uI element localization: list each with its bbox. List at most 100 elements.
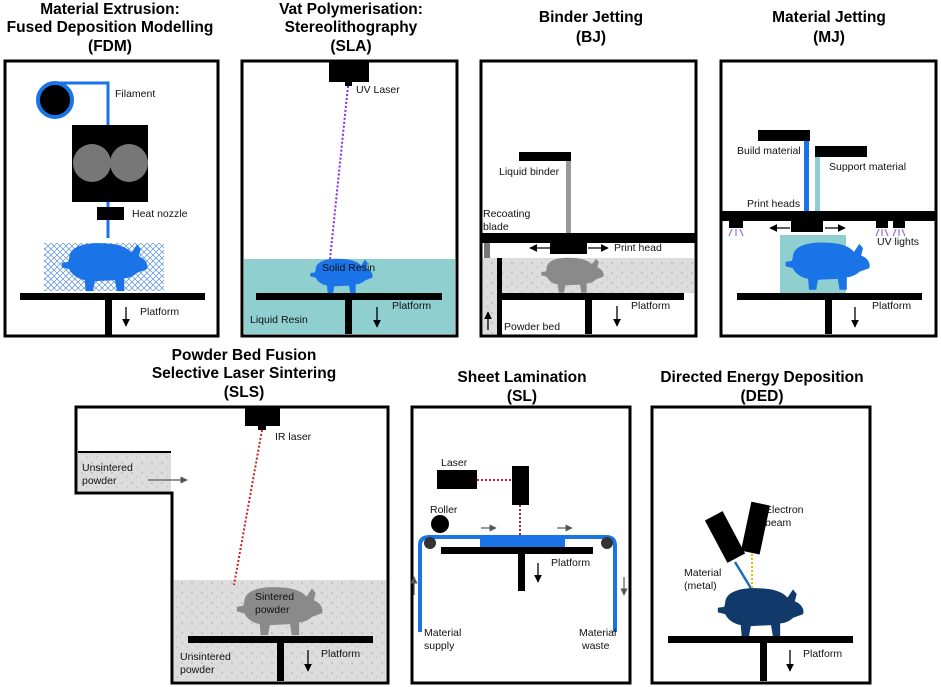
mj-support-label: Support material	[829, 161, 906, 173]
bj-head-label: Print head	[614, 242, 662, 254]
bj-platform	[500, 293, 684, 300]
ded-platform	[668, 636, 853, 643]
sla-platform-stem	[345, 298, 352, 334]
bj-bed-label: Powder bed	[504, 321, 560, 333]
uv-light-left	[729, 220, 743, 228]
sls-title-line-2: Selective Laser Sintering	[152, 365, 336, 382]
sl-guide-roller-right	[601, 537, 613, 549]
sls-laser-label: IR laser	[275, 431, 312, 443]
sls-unsintered-top-2: powder	[82, 475, 117, 487]
uv-rays	[728, 228, 906, 237]
sl-supply-label-2: supply	[424, 640, 455, 652]
sls-title-line-1: Powder Bed Fusion	[172, 347, 317, 364]
mj-title-line-2: (MJ)	[813, 29, 845, 46]
sls-unsintered-top-1: Unsintered	[82, 462, 133, 474]
sl-guide-roller-left	[424, 537, 436, 549]
mj-platform-stem	[825, 298, 832, 334]
bj-feed-wall	[497, 258, 502, 336]
uv-laser-beam	[329, 85, 349, 260]
sla-liquid-label: Liquid Resin	[250, 314, 308, 326]
sla-title-line-2: Stereolithography	[285, 19, 418, 36]
uv-light-right-2	[893, 220, 905, 228]
sl-title-line-2: (SL)	[507, 388, 537, 405]
bj-platform-stem	[585, 298, 592, 334]
uv-laser-source	[329, 62, 369, 82]
sls-title-line-3: (SLS)	[224, 384, 264, 401]
ir-laser-tip	[258, 424, 266, 430]
sl-part-stack	[480, 537, 565, 547]
material-nozzle	[704, 511, 746, 563]
sl-title-line-1: Sheet Lamination	[457, 369, 586, 386]
sl-laser-source	[437, 470, 477, 489]
fdm-platform-label: Platform	[140, 306, 179, 318]
panel-sls: Powder Bed Fusion Selective Laser Sinter…	[74, 347, 390, 685]
mj-platform-label: Platform	[872, 300, 911, 312]
ded-beam-label-2: beam	[765, 517, 792, 529]
sl-supply-label-1: Material	[424, 627, 461, 639]
sls-platform-label: Platform	[321, 648, 360, 660]
mj-print-head	[791, 220, 823, 232]
sl-waste-label-1: Material	[579, 627, 616, 639]
ded-beam-label-1: Electron	[765, 504, 804, 516]
uv-light-right-1	[876, 220, 888, 228]
panel-ded: Directed Energy Deposition (DED) Electro…	[650, 369, 872, 685]
sls-sintered-1: Sintered	[255, 591, 294, 603]
sl-roller	[431, 515, 449, 533]
filament-spool	[36, 81, 74, 119]
electron-beam-gun	[740, 501, 770, 555]
mj-platform	[737, 293, 922, 300]
support-material-reservoir	[815, 146, 867, 157]
sls-unsintered-bottom-2: powder	[180, 664, 215, 676]
sl-laser-mirror	[512, 466, 529, 505]
ded-material-label-2: (metal)	[684, 580, 717, 592]
sls-platform-stem	[277, 641, 284, 681]
build-material-tube	[804, 141, 809, 212]
drive-roller-left	[73, 144, 111, 182]
sl-platform-stem	[518, 553, 525, 591]
fdm-nozzle-label: Heat nozzle	[132, 208, 188, 220]
sl-roller-label: Roller	[430, 504, 458, 516]
sla-platform	[256, 293, 442, 300]
bj-gantry	[481, 233, 696, 243]
binder-reservoir	[519, 152, 571, 161]
mj-build-label: Build material	[737, 145, 801, 157]
panel-bj: Binder Jetting (BJ) Liquid binder Recoat…	[479, 9, 698, 338]
sls-platform	[188, 636, 373, 643]
fdm-platform-stem	[105, 298, 112, 336]
binder-tube	[566, 161, 571, 235]
panel-mj: Material Jetting (MJ) Build material Sup…	[719, 9, 938, 338]
ded-title-line-1: Directed Energy Deposition	[660, 369, 863, 386]
uv-laser-tip	[345, 80, 352, 86]
sl-platform-label: Platform	[551, 557, 590, 569]
bj-title-line-1: Binder Jetting	[539, 9, 643, 26]
sl-laser-label: Laser	[441, 457, 468, 469]
build-material-reservoir	[758, 130, 810, 141]
sl-platform	[441, 547, 593, 554]
bj-blade-label-1: Recoating	[483, 208, 530, 220]
sls-unsintered-bottom-1: Unsintered	[180, 651, 231, 663]
fdm-title-line-3: (FDM)	[88, 38, 132, 55]
sla-title-line-1: Vat Polymerisation:	[279, 1, 423, 18]
fdm-platform	[20, 293, 205, 300]
sla-laser-label: UV Laser	[356, 84, 400, 96]
ded-platform-label: Platform	[803, 648, 842, 660]
bj-blade-label-2: blade	[483, 221, 509, 233]
bj-feed-powder	[483, 258, 499, 334]
material-feed	[733, 561, 754, 591]
fdm-title-line-1: Material Extrusion:	[40, 1, 180, 18]
sls-feed-powder	[78, 453, 171, 491]
mj-gantry	[721, 211, 936, 221]
panel-sla: Vat Polymerisation: Stereolithography (S…	[240, 1, 459, 338]
bj-title-line-2: (BJ)	[576, 29, 606, 46]
bj-print-head	[550, 238, 587, 254]
sls-sintered-2: powder	[255, 604, 290, 616]
bj-binder-label: Liquid binder	[499, 166, 560, 178]
sla-title-line-3: (SLA)	[330, 38, 371, 55]
heat-nozzle	[97, 207, 124, 220]
fdm-title-line-2: Fused Deposition Modelling	[7, 19, 214, 36]
mj-heads-label: Print heads	[747, 198, 800, 210]
fdm-filament-label: Filament	[115, 88, 155, 100]
mj-uv-label: UV lights	[877, 236, 919, 248]
sla-solid-label: Solid Resin	[322, 262, 375, 274]
